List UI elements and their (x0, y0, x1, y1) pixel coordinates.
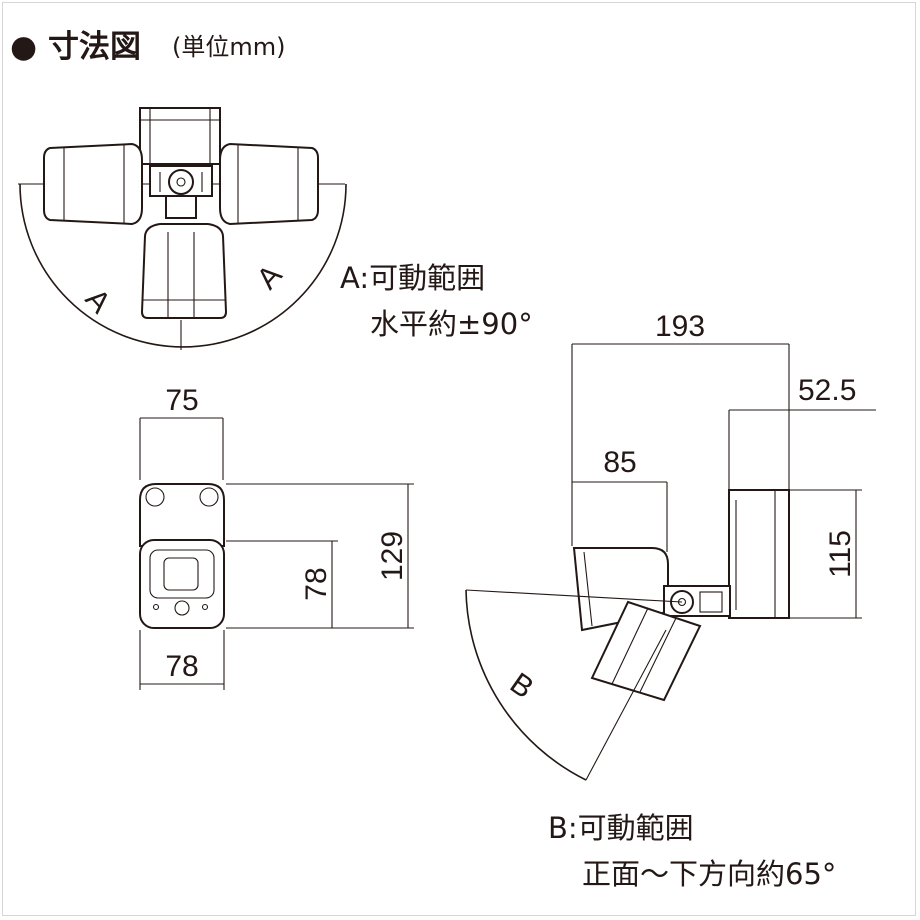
top-view: A A A:可動範囲 水平約±90° (18, 107, 533, 350)
front-view: 75 129 78 78 (139, 384, 414, 690)
range-note-a-title: A:可動範囲 (340, 261, 485, 295)
dim-height-head: 78 (300, 567, 333, 600)
top-view-base-box (139, 107, 221, 165)
vertical-range-arc (465, 589, 587, 781)
mount-screw-left-icon (145, 487, 165, 507)
dim-width-bottom: 78 (165, 650, 198, 683)
joint-knob-icon (168, 169, 194, 195)
dim-length-total: 193 (655, 310, 705, 343)
dim-height-base: 115 (824, 530, 857, 578)
left-lamp-head (43, 142, 143, 226)
dim-height-total: 129 (376, 531, 409, 581)
arc-label-b: B (504, 667, 539, 706)
horizontal-range-arc (19, 183, 347, 348)
range-note-b-title: B:可動範囲 (548, 811, 694, 845)
drawing-title: ● 寸法図 (単位mm) (10, 29, 285, 65)
side-view-base-box (728, 489, 790, 619)
arc-label-right: A (251, 259, 289, 296)
side-view: 193 52.5 85 115 B (465, 310, 876, 891)
front-view-base-plate (139, 483, 225, 547)
mount-screw-right-icon (199, 487, 219, 507)
right-lamp-head (219, 142, 319, 226)
range-note-a-value: 水平約±90° (370, 307, 533, 341)
dim-length-head: 85 (603, 446, 636, 479)
page-title: 寸法図 (48, 29, 141, 65)
tilt-limit-line (585, 629, 667, 781)
sensor-icon (174, 600, 190, 616)
dim-depth-base: 52.5 (798, 374, 856, 407)
bottom-lamp-head (140, 223, 228, 319)
title-bullet: ● (10, 29, 37, 65)
dim-width-top: 75 (165, 384, 198, 417)
range-note-b-value: 正面～下方向約65° (582, 857, 836, 891)
tilt-reference-line (465, 589, 683, 603)
unit-label: (単位mm) (172, 33, 285, 61)
front-view-lens (149, 549, 215, 599)
